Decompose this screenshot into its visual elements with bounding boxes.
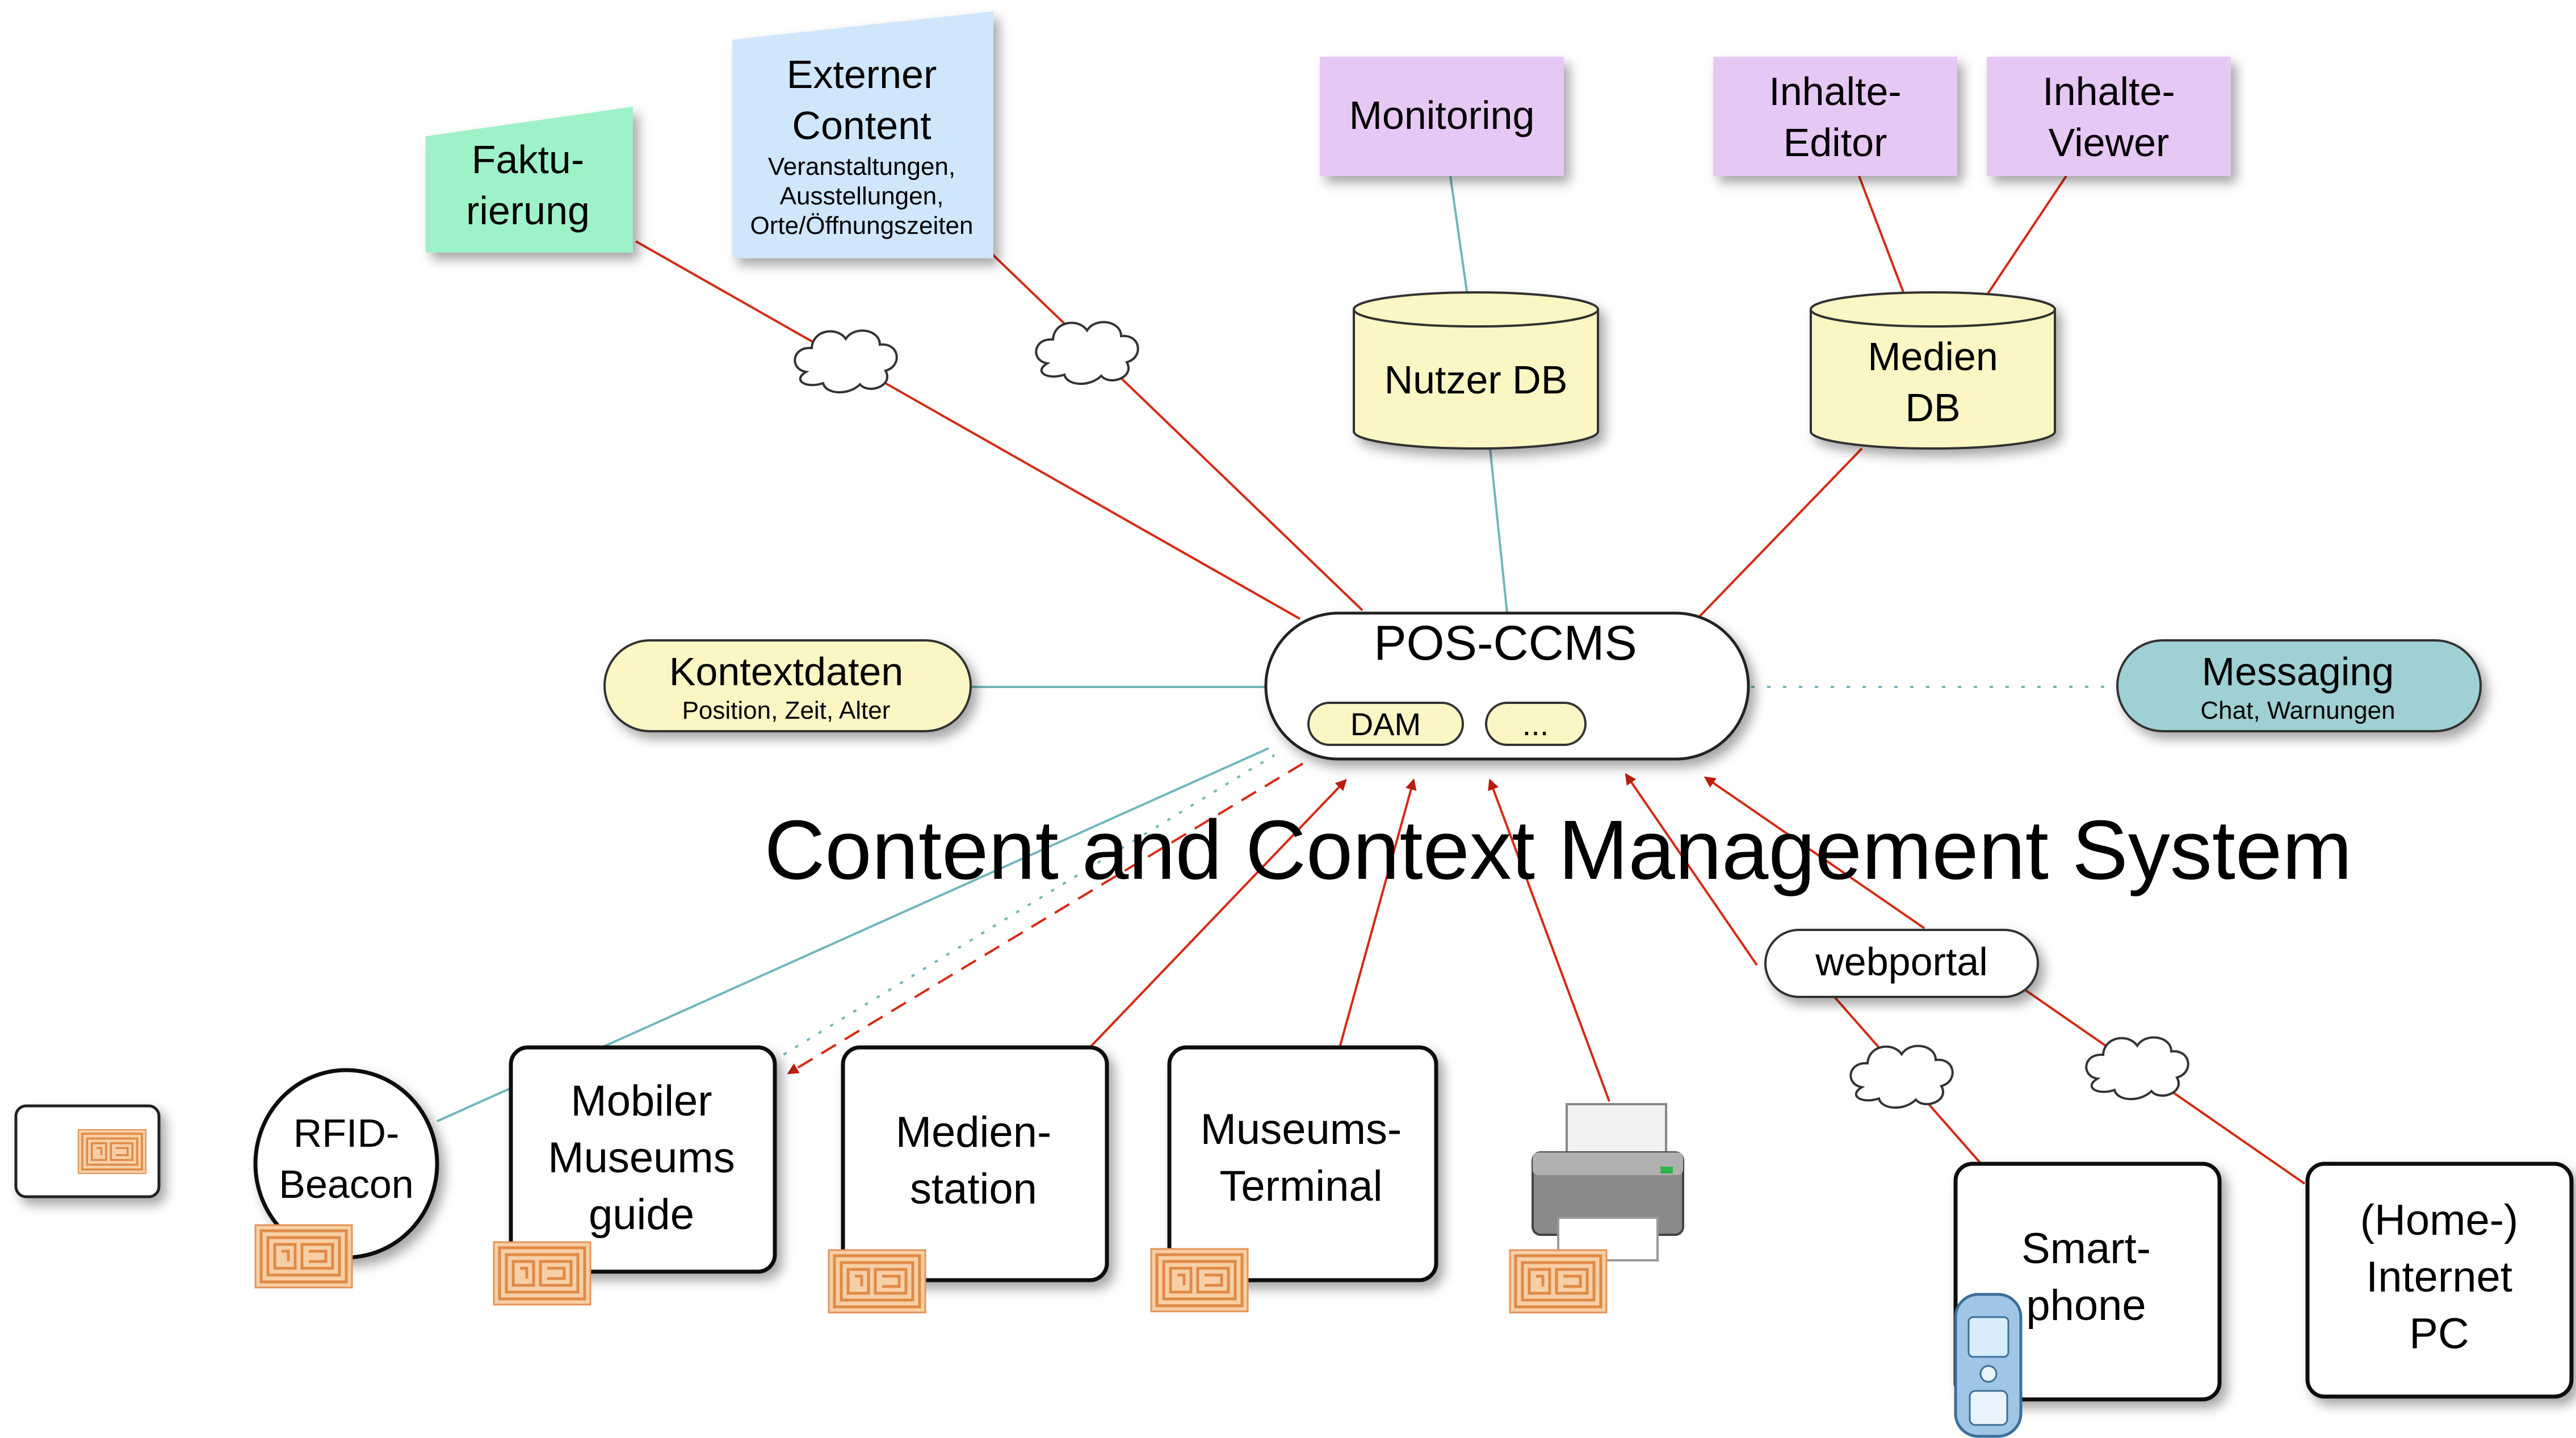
note-monitoring	[1320, 57, 1564, 176]
externer-content-detail-1: Veranstaltungen,	[768, 153, 955, 181]
medien-db-label-1: Medien	[1868, 334, 1998, 379]
rfid-tag-icon	[1151, 1249, 1248, 1311]
internet-pc-label-1: (Home-)	[2360, 1196, 2519, 1244]
rfid-tag-icon	[255, 1225, 352, 1288]
cloud-icon	[1035, 321, 1139, 385]
arrow-medienstation-core	[1089, 779, 1347, 1049]
cloud-icon	[1849, 1045, 1954, 1109]
database-medien-db	[1810, 291, 2056, 450]
rfid-tag-icon	[1510, 1250, 1606, 1313]
smartphone-label-1: Smart-	[2021, 1225, 2151, 1273]
printer-icon	[1532, 1103, 1684, 1261]
externer-content-detail-3: Orte/Öffnungszeiten	[750, 212, 974, 240]
module-more-pill	[1485, 702, 1587, 746]
mobile-phone-icon	[1954, 1293, 2023, 1438]
medien-db-label-2: DB	[1905, 385, 1960, 430]
diagram-title: Content and Context Management System	[764, 803, 2352, 897]
note-inhalte-editor	[1713, 57, 1957, 176]
core-label: POS-CCMS	[1374, 616, 1637, 670]
inhalte-editor-label-2: Editor	[1784, 120, 1887, 165]
pill-kontextdaten	[603, 639, 972, 732]
kontextdaten-title: Kontextdaten	[669, 649, 904, 694]
rfid-beacon-label-1: RFID-	[293, 1111, 400, 1155]
line-nutzer-db-core	[1489, 448, 1508, 614]
rfid-tag-icon	[829, 1250, 925, 1313]
line-viewer-medien-db	[1986, 175, 2067, 296]
line-externer-content-core	[987, 249, 1363, 611]
guide-label-1: Mobiler	[570, 1077, 712, 1125]
arrow-core-guide-dashed	[787, 762, 1304, 1075]
device-internet-pc	[2305, 1162, 2574, 1399]
monitoring-label: Monitoring	[1349, 93, 1535, 137]
internet-pc-label-3: PC	[2409, 1310, 2469, 1358]
inhalte-viewer-label-1: Inhalte-	[2042, 69, 2175, 114]
device-terminal	[1167, 1045, 1438, 1282]
rfid-tag-icon	[77, 1129, 147, 1175]
inhalte-viewer-label-2: Viewer	[2049, 120, 2170, 165]
database-nutzer-db	[1353, 291, 1599, 450]
messaging-title: Messaging	[2202, 649, 2394, 694]
webportal-label: webportal	[1815, 940, 1988, 984]
note-inhalte-viewer	[1987, 57, 2231, 176]
fakturierung-label-2: rierung	[466, 188, 590, 233]
internet-pc-label-2: Internet	[2366, 1253, 2512, 1301]
line-guide-core-dotted	[771, 754, 1276, 1063]
line-editor-medien-db	[1858, 175, 1906, 296]
line-medien-db-core	[1696, 447, 1863, 620]
smartphone-label-2: phone	[2026, 1281, 2146, 1330]
device-mobiler-guide	[509, 1045, 777, 1274]
medienstation-label-2: station	[910, 1165, 1037, 1213]
kontextdaten-subtitle: Position, Zeit, Alter	[682, 697, 891, 724]
externer-content-title-1: Externer	[787, 52, 937, 97]
line-monitoring-nutzer-db	[1449, 175, 1469, 296]
note-fakturierung	[426, 107, 633, 253]
guide-label-2: Museums	[548, 1134, 735, 1182]
inhalte-editor-label-1: Inhalte-	[1769, 69, 1901, 114]
module-more-label: ...	[1522, 706, 1549, 742]
externer-content-title-2: Content	[792, 103, 931, 148]
fakturierung-label-1: Faktu-	[472, 137, 584, 182]
arrow-smartphone-core	[1625, 773, 1758, 966]
messaging-subtitle: Chat, Warnungen	[2200, 697, 2395, 724]
arrow-webportal-core	[1704, 776, 1925, 929]
guide-label-3: guide	[589, 1190, 694, 1239]
arrow-terminal-core	[1339, 778, 1417, 1048]
rfid-beacon-label-2: Beacon	[279, 1162, 413, 1206]
module-dam-pill	[1307, 702, 1464, 746]
note-externer-content	[732, 11, 993, 258]
module-dam-label: DAM	[1350, 706, 1421, 742]
rfid-tag-icon	[494, 1242, 590, 1305]
externer-content-detail-2: Ausstellungen,	[780, 182, 944, 210]
device-medienstation	[841, 1045, 1109, 1282]
terminal-label-1: Museums-	[1201, 1105, 1402, 1154]
pill-webportal	[1764, 929, 2039, 998]
medienstation-label-1: Medien-	[896, 1108, 1052, 1156]
nutzer-db-label: Nutzer DB	[1385, 358, 1568, 402]
cloud-icon	[2085, 1036, 2189, 1101]
line-fakturierung-core	[635, 240, 1300, 620]
arrow-printer-core	[1488, 778, 1610, 1102]
terminal-label-2: Terminal	[1219, 1162, 1382, 1210]
pill-messaging	[2116, 639, 2482, 732]
